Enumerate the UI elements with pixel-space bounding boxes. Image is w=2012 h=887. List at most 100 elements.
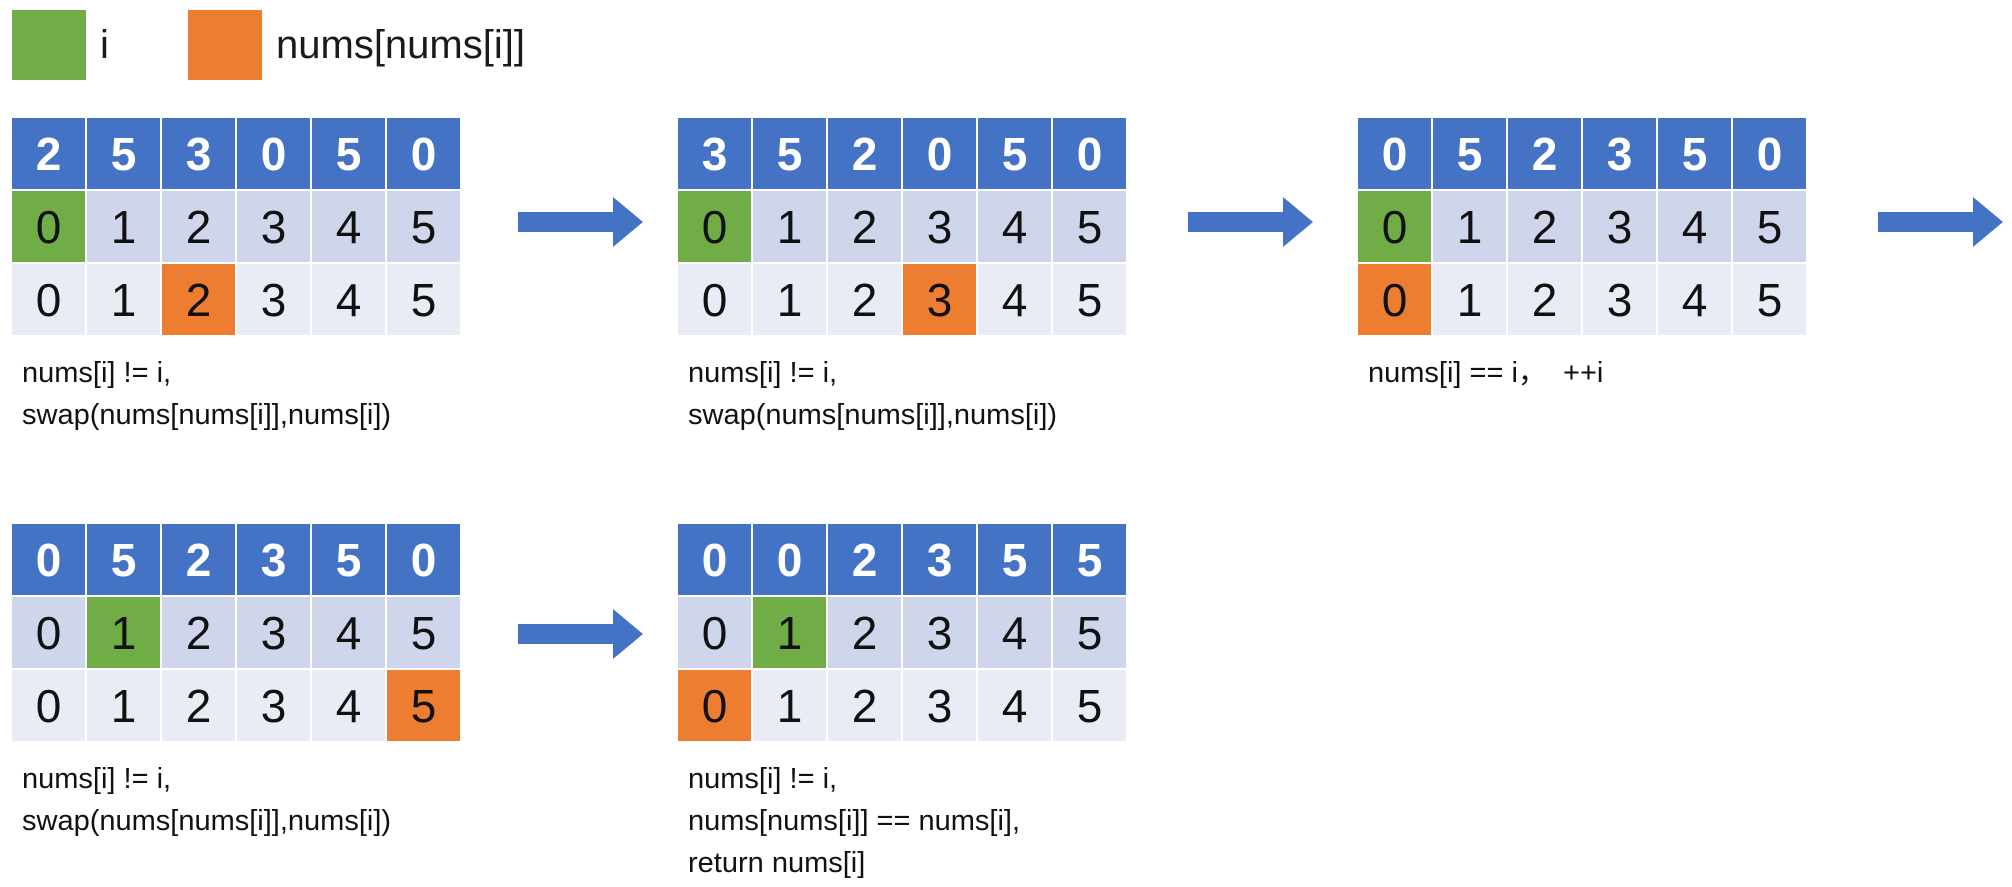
value-cell: 0 <box>1358 118 1433 191</box>
target-index-cell: 2 <box>162 264 237 337</box>
legend-target-label: nums[nums[i]] <box>276 22 525 67</box>
arrow-right-icon <box>1188 197 1313 247</box>
target-index-cell: 5 <box>387 670 462 743</box>
index-cell: 3 <box>1583 191 1658 264</box>
target-index-cell: 3 <box>903 670 978 743</box>
index-cell: 2 <box>162 597 237 670</box>
step-note: nums[nums[i]] == nums[i], <box>688 805 1021 837</box>
index-cell: 0 <box>12 191 87 264</box>
target-index-cell: 0 <box>12 264 87 337</box>
legend-i: i <box>12 10 109 80</box>
step-note: nums[i] == i， ++i <box>1368 357 1604 389</box>
target-index-cell: 2 <box>828 264 903 337</box>
index-cell: 2 <box>1508 191 1583 264</box>
index-cell: 2 <box>162 191 237 264</box>
index-cell: 1 <box>87 597 162 670</box>
index-cell: 4 <box>312 191 387 264</box>
index-cell: 4 <box>1658 191 1733 264</box>
index-cell: 5 <box>387 191 462 264</box>
target-index-cell: 1 <box>753 264 828 337</box>
index-cell: 1 <box>753 597 828 670</box>
index-cell: 5 <box>1053 597 1128 670</box>
target-index-cell: 4 <box>312 264 387 337</box>
index-cell: 4 <box>978 597 1053 670</box>
index-cell: 4 <box>978 191 1053 264</box>
value-cell: 5 <box>87 524 162 597</box>
target-index-cell: 4 <box>1658 264 1733 337</box>
index-cell: 1 <box>1433 191 1508 264</box>
value-cell: 3 <box>237 524 312 597</box>
index-cell: 1 <box>753 191 828 264</box>
target-index-cell: 4 <box>978 670 1053 743</box>
index-cell: 5 <box>1053 191 1128 264</box>
value-cell: 2 <box>1508 118 1583 191</box>
arrow-right-icon <box>518 197 643 247</box>
index-cell: 0 <box>12 597 87 670</box>
target-index-cell: 3 <box>237 670 312 743</box>
value-cell: 5 <box>978 524 1053 597</box>
index-cell: 3 <box>237 191 312 264</box>
value-cell: 3 <box>678 118 753 191</box>
value-cell: 3 <box>1583 118 1658 191</box>
value-cell: 2 <box>828 524 903 597</box>
value-cell: 3 <box>162 118 237 191</box>
legend-target-swatch <box>188 10 262 80</box>
target-index-cell: 4 <box>978 264 1053 337</box>
value-cell: 5 <box>1053 524 1128 597</box>
value-cell: 5 <box>753 118 828 191</box>
target-index-cell: 1 <box>1433 264 1508 337</box>
target-index-cell: 5 <box>387 264 462 337</box>
index-cell: 0 <box>678 597 753 670</box>
value-cell: 3 <box>903 524 978 597</box>
value-cell: 0 <box>1053 118 1128 191</box>
legend-i-label: i <box>100 22 109 67</box>
target-index-cell: 0 <box>12 670 87 743</box>
step-note: nums[i] != i, <box>688 357 838 389</box>
target-index-cell: 4 <box>312 670 387 743</box>
target-index-cell: 2 <box>828 670 903 743</box>
target-index-cell: 5 <box>1733 264 1808 337</box>
value-cell: 5 <box>87 118 162 191</box>
index-cell: 2 <box>828 191 903 264</box>
target-index-cell: 0 <box>678 670 753 743</box>
value-cell: 2 <box>12 118 87 191</box>
index-cell: 5 <box>1733 191 1808 264</box>
value-cell: 0 <box>237 118 312 191</box>
value-cell: 2 <box>162 524 237 597</box>
value-cell: 0 <box>12 524 87 597</box>
value-cell: 5 <box>1433 118 1508 191</box>
step-note: swap(nums[nums[i]],nums[i]) <box>688 399 1058 431</box>
value-cell: 2 <box>828 118 903 191</box>
step-note: return nums[i] <box>688 847 866 879</box>
value-cell: 0 <box>1733 118 1808 191</box>
value-cell: 0 <box>753 524 828 597</box>
target-index-cell: 5 <box>1053 670 1128 743</box>
value-cell: 5 <box>1658 118 1733 191</box>
legend-i-swatch <box>12 10 86 80</box>
target-index-cell: 1 <box>87 264 162 337</box>
index-cell: 3 <box>903 191 978 264</box>
step-note: nums[i] != i, <box>688 763 838 795</box>
legend-target: nums[nums[i]] <box>188 10 525 80</box>
index-cell: 0 <box>1358 191 1433 264</box>
value-cell: 5 <box>312 524 387 597</box>
step-note: nums[i] != i, <box>22 357 172 389</box>
target-index-cell: 3 <box>237 264 312 337</box>
value-cell: 5 <box>312 118 387 191</box>
target-index-cell: 3 <box>903 264 978 337</box>
step-note: swap(nums[nums[i]],nums[i]) <box>22 399 392 431</box>
value-cell: 0 <box>678 524 753 597</box>
target-index-cell: 2 <box>1508 264 1583 337</box>
target-index-cell: 1 <box>87 670 162 743</box>
arrow-right-icon <box>1878 197 2003 247</box>
target-index-cell: 1 <box>753 670 828 743</box>
